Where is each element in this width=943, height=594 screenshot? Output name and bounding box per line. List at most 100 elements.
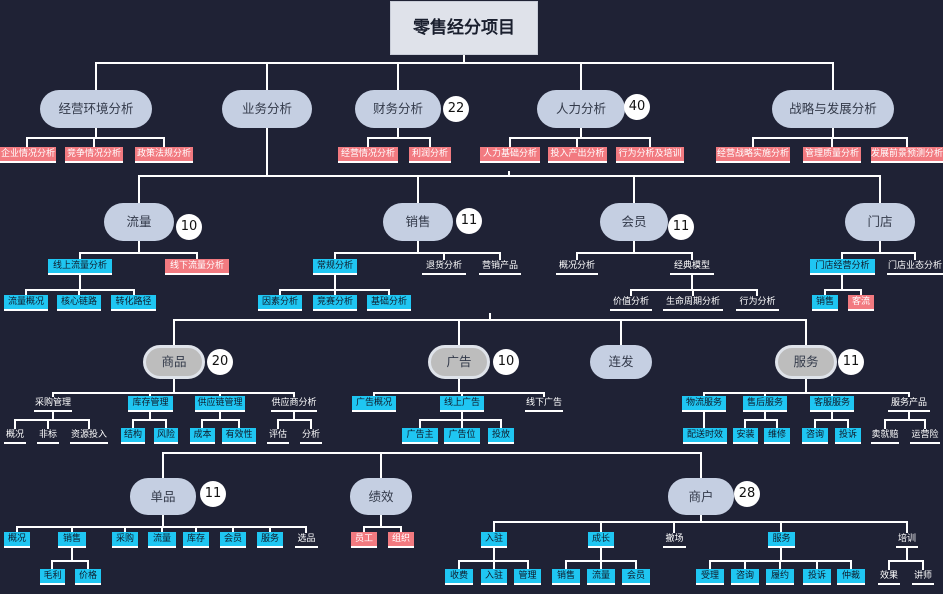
online-ads-child-node: 广告位 xyxy=(444,428,480,444)
product-node: 商品 xyxy=(143,345,205,379)
merchant-service-child-node: 咨询 xyxy=(731,569,759,585)
purchase-child-node: 非标 xyxy=(37,428,59,444)
merchant-service-child-node: 投诉 xyxy=(803,569,831,585)
hr-analysis-node: 人力分析 xyxy=(537,90,625,128)
inventory-child-node: 风险 xyxy=(154,428,178,444)
returns-analysis-node: 退货分析 xyxy=(422,259,466,275)
online-ads-child-node: 广告主 xyxy=(402,428,438,444)
supply-chain-node: 供应链管理 xyxy=(195,396,245,412)
merchant-settle-child-node: 管理 xyxy=(514,569,541,585)
supply-chain-child-node: 成本 xyxy=(190,428,215,444)
sku-child-node: 服务 xyxy=(257,532,283,548)
store-operation-child-node: 销售 xyxy=(812,295,838,311)
merchant-growth-child-node: 流量 xyxy=(587,569,615,585)
purchase-child-node: 概况 xyxy=(4,428,26,444)
sku-child-node: 会员 xyxy=(220,532,246,548)
online-traffic-child-node: 转化路径 xyxy=(111,295,156,311)
online-traffic-child-node: 核心链路 xyxy=(57,295,101,311)
merchant-training-node: 培训 xyxy=(896,532,918,548)
member-overview-node: 概况分析 xyxy=(556,259,598,275)
after-sales-child-node: 安装 xyxy=(733,428,758,444)
merchant-training-child-node: 讲师 xyxy=(912,569,934,585)
strategy-analysis-node: 战略与发展分析 xyxy=(772,90,894,128)
merchant-settle-node: 入驻 xyxy=(481,532,507,548)
supplier-child-node: 分析 xyxy=(300,428,322,444)
sku-count-badge: 11 xyxy=(200,481,226,507)
hr-child-node: 人力基础分析 xyxy=(480,147,540,163)
strategy-child-node: 经营战略实施分析 xyxy=(716,147,790,163)
env-child-node: 竞争情况分析 xyxy=(65,147,123,163)
sales-node: 销售 xyxy=(383,203,453,241)
service-product-child-node: 运营险 xyxy=(910,428,940,444)
logistics-service-node: 物流服务 xyxy=(682,396,726,412)
customer-service-child-node: 咨询 xyxy=(802,428,828,444)
customer-service-node: 客服服务 xyxy=(810,396,854,412)
merchant-settle-child-node: 入驻 xyxy=(481,569,507,585)
merchant-exit-node: 撤场 xyxy=(663,532,686,548)
after-sales-service-node: 售后服务 xyxy=(743,396,787,412)
online-ads-child-node: 投放 xyxy=(488,428,514,444)
performance-child-node: 组织 xyxy=(388,532,414,548)
classic-model-child-node: 价值分析 xyxy=(610,295,652,311)
hr-child-node: 投入产出分析 xyxy=(548,147,607,163)
merchant-count-badge: 28 xyxy=(734,481,760,507)
traffic-node: 流量 xyxy=(104,203,174,241)
product-count-badge: 20 xyxy=(207,349,233,375)
operating-env-node: 经营环境分析 xyxy=(40,90,152,128)
sku-child-node: 库存 xyxy=(183,532,209,548)
ads-count-badge: 10 xyxy=(493,349,519,375)
inventory-child-node: 结构 xyxy=(121,428,145,444)
root-title-box: 零售经分项目 xyxy=(390,1,538,55)
merchant-growth-child-node: 会员 xyxy=(622,569,650,585)
ads-node: 广告 xyxy=(428,345,490,379)
logistics-child-node: 配送时效 xyxy=(683,428,727,444)
member-node: 会员 xyxy=(600,203,668,241)
merchant-service-child-node: 履约 xyxy=(766,569,794,585)
inventory-management-node: 库存管理 xyxy=(128,396,173,412)
supply-chain-child-node: 有效性 xyxy=(222,428,256,444)
regular-analysis-child-node: 基础分析 xyxy=(367,295,411,311)
store-node: 门店 xyxy=(845,203,915,241)
merchant-settle-child-node: 收费 xyxy=(445,569,473,585)
sku-sales-child-node: 毛利 xyxy=(40,569,65,585)
classic-model-child-node: 行为分析 xyxy=(736,295,779,311)
hr-count-badge: 40 xyxy=(624,94,650,120)
hr-child-node: 行为分析及培训 xyxy=(616,147,684,163)
sales-count-badge: 11 xyxy=(456,208,482,234)
sku-child-node: 流量 xyxy=(148,532,176,548)
strategy-child-node: 发展前景预测分析 xyxy=(871,147,943,163)
offline-traffic-node: 线下流量分析 xyxy=(165,259,229,275)
env-child-node: 政策法规分析 xyxy=(135,147,193,163)
online-traffic-child-node: 流量概况 xyxy=(4,295,48,311)
sku-child-node: 选品 xyxy=(295,532,318,548)
lianfa-node: 连发 xyxy=(590,345,652,379)
regular-analysis-child-node: 竞赛分析 xyxy=(313,295,357,311)
performance-child-node: 员工 xyxy=(351,532,377,548)
offline-ads-node: 线下广告 xyxy=(525,396,563,412)
finance-count-badge: 22 xyxy=(443,96,469,122)
store-operation-node: 门店经营分析 xyxy=(810,259,875,275)
sku-sales-child-node: 价格 xyxy=(75,569,101,585)
supplier-child-node: 评估 xyxy=(267,428,289,444)
strategy-child-node: 管理质量分析 xyxy=(803,147,861,163)
sku-child-node: 采购 xyxy=(112,532,138,548)
sku-child-node: 销售 xyxy=(58,532,86,548)
service-product-child-node: 卖就赔 xyxy=(871,428,899,444)
customer-service-child-node: 投诉 xyxy=(835,428,861,444)
supplier-analysis-node: 供应商分析 xyxy=(271,396,317,412)
sku-child-node: 概况 xyxy=(4,532,30,548)
performance-node: 绩效 xyxy=(350,478,412,515)
sku-node: 单品 xyxy=(130,478,196,515)
merchant-node: 商户 xyxy=(668,478,734,515)
purchase-child-node: 资源投入 xyxy=(70,428,108,444)
service-count-badge: 11 xyxy=(838,349,864,375)
env-child-node: 企业情况分析 xyxy=(0,147,56,163)
finance-child-node: 经营情况分析 xyxy=(338,147,398,163)
merchant-training-child-node: 效果 xyxy=(878,569,900,585)
after-sales-child-node: 维修 xyxy=(764,428,790,444)
service-node: 服务 xyxy=(775,345,837,379)
business-analysis-node: 业务分析 xyxy=(222,90,312,128)
regular-analysis-child-node: 因素分析 xyxy=(258,295,302,311)
classic-model-node: 经典模型 xyxy=(670,259,714,275)
